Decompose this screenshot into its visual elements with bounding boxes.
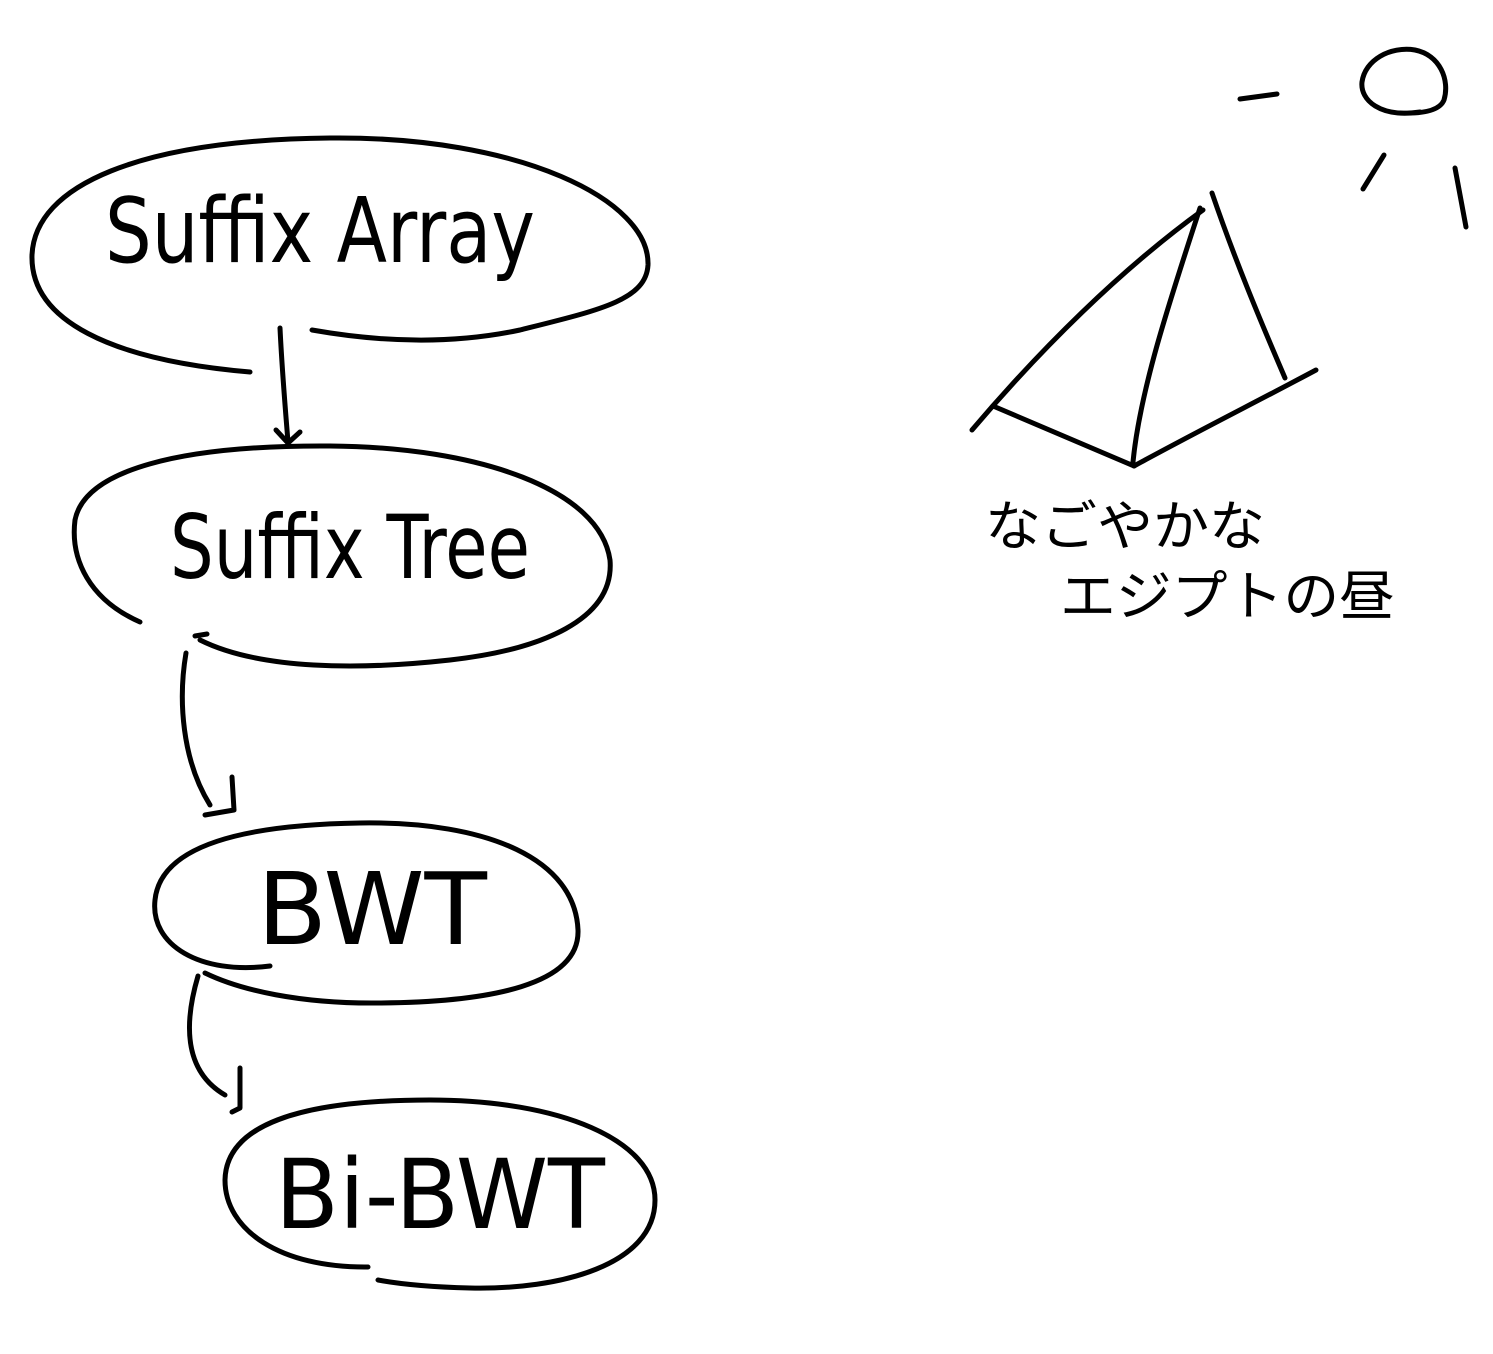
node-bwt-outline: [152, 820, 581, 1006]
caption-line-1: なごやかな: [985, 495, 1265, 558]
node-bi-bwt-label: Bi-BWT: [275, 1139, 605, 1251]
arrowhead-icon: [229, 1065, 243, 1115]
node-suffix-array-label: Suffix Array: [105, 179, 535, 284]
node-suffix-array: Suffix Array: [29, 135, 651, 375]
pyramid-left-edge: [969, 207, 1206, 433]
pyramid-middle-edge: [1130, 205, 1203, 465]
node-suffix-tree: Suffix Tree: [71, 443, 613, 669]
pyramid-sketch: [969, 190, 1319, 469]
sun-icon: [1359, 46, 1449, 116]
edge-bwt-to-bi-bwt: [186, 973, 243, 1115]
node-bi-bwt-outline: [222, 1097, 658, 1291]
node-suffix-array-outline: [29, 135, 651, 375]
edge-suffix-tree-to-bwt: [179, 631, 237, 818]
arrowhead-icon: [202, 774, 237, 818]
node-bwt-label: BWT: [257, 851, 488, 968]
arrowhead-icon: [273, 427, 303, 446]
edge-line: [277, 325, 291, 445]
node-suffix-tree-outline: [71, 443, 613, 669]
edge-suffix-array-to-suffix-tree: [273, 325, 303, 446]
edge-tick: [192, 631, 210, 639]
sun-ray-left: [1237, 91, 1280, 102]
edge-line: [179, 650, 213, 808]
node-bwt: BWT: [152, 820, 581, 1006]
sun-sketch: [1237, 46, 1469, 230]
sun-ray-down: [1452, 165, 1469, 230]
node-bi-bwt: Bi-BWT: [222, 1097, 658, 1291]
pyramid-right-edge: [1209, 190, 1288, 381]
sketch-caption: なごやかな エジプトの昼: [985, 495, 1395, 628]
node-suffix-tree-label: Suffix Tree: [170, 496, 530, 599]
sun-ray-lower-left: [1360, 152, 1387, 192]
pyramid-base-left: [990, 403, 1137, 469]
caption-line-2: エジプトの昼: [1060, 565, 1395, 628]
pyramid-base-right: [1131, 367, 1319, 469]
edge-line: [186, 973, 228, 1098]
